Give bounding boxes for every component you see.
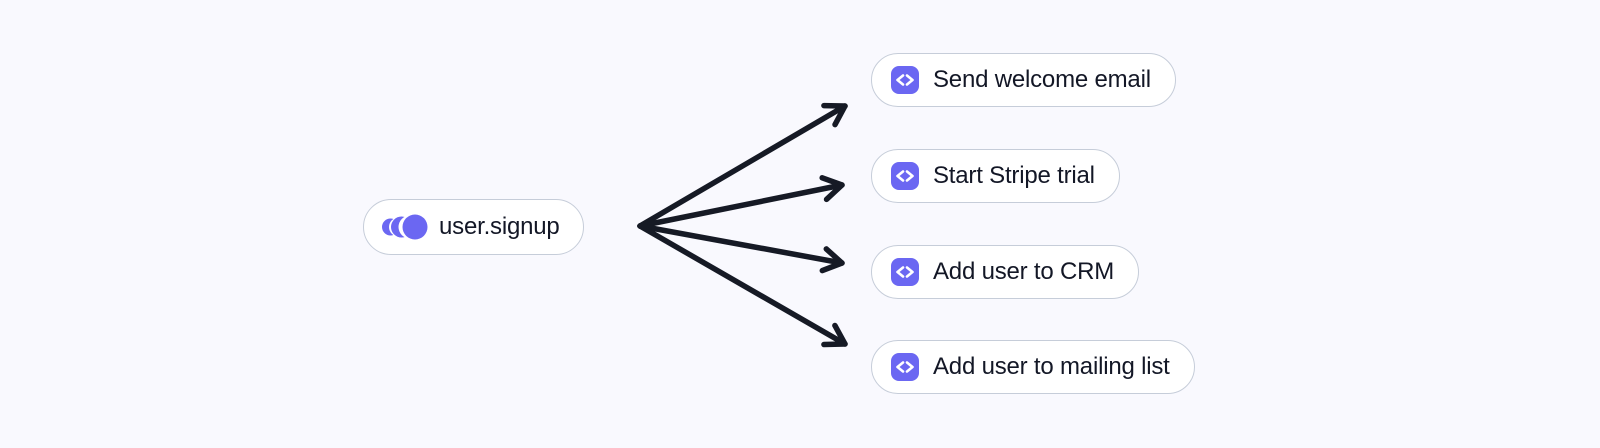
function-node-label: Send welcome email <box>933 66 1151 93</box>
arrow-edge-to-send-welcome-email <box>637 102 848 229</box>
event-node-user-signup[interactable]: user.signup <box>363 199 584 255</box>
code-icon <box>891 66 919 94</box>
arrow-edge-to-add-user-to-crm <box>637 223 845 274</box>
event-signal-icon <box>382 213 428 241</box>
code-icon <box>891 258 919 286</box>
function-node-start-stripe-trial[interactable]: Start Stripe trial <box>871 149 1120 203</box>
code-icon <box>891 353 919 381</box>
function-node-send-welcome-email[interactable]: Send welcome email <box>871 53 1176 107</box>
event-node-label: user.signup <box>439 213 560 240</box>
function-node-label: Add user to CRM <box>933 258 1115 285</box>
function-node-add-user-to-mailing-list[interactable]: Add user to mailing list <box>871 340 1195 394</box>
function-node-label: Add user to mailing list <box>933 353 1170 380</box>
function-node-label: Start Stripe trial <box>933 162 1095 189</box>
code-icon <box>891 162 919 190</box>
arrow-edge-to-start-stripe-trial <box>637 175 845 229</box>
function-node-add-user-to-crm[interactable]: Add user to CRM <box>871 245 1140 299</box>
arrow-edge-to-add-user-to-mailing-list <box>637 223 848 348</box>
